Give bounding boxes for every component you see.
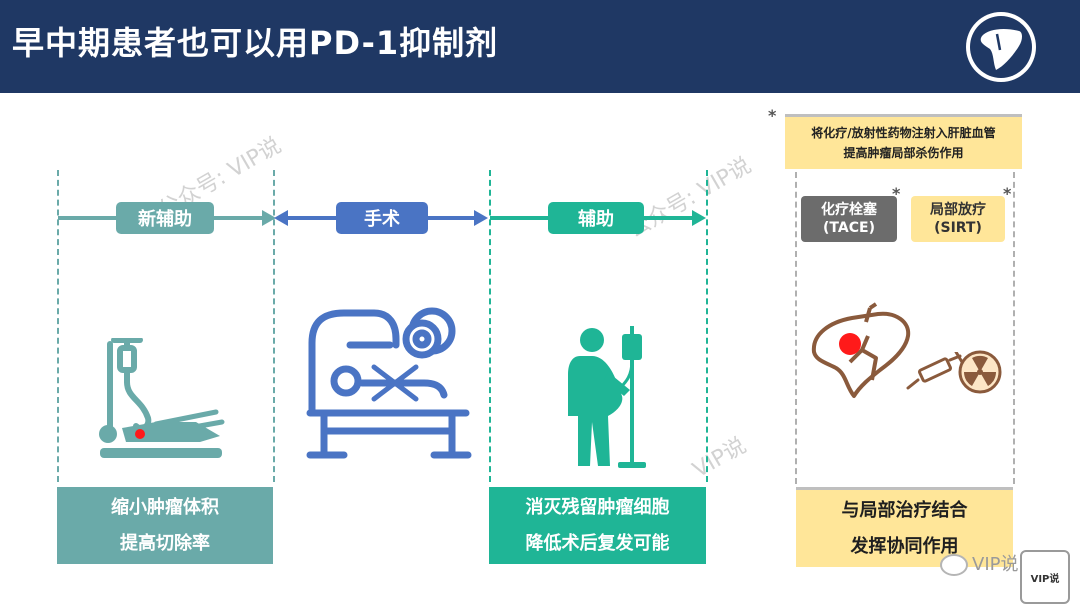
phase-label-neoadjuvant: 新辅助 — [116, 202, 214, 234]
footnote-star: * — [768, 106, 777, 125]
header-bar: 早中期患者也可以用PD-1抑制剂 — [0, 0, 1080, 93]
footnote-star: * — [892, 184, 901, 203]
surgery-icon — [306, 307, 472, 459]
divider-line — [795, 172, 797, 484]
neoadjuvant-outcome-box: 缩小肿瘤体积 提高切除率 — [57, 487, 273, 564]
outcome-line: 提高切除率 — [120, 532, 210, 554]
phase-label-surgery: 手术 — [336, 202, 428, 234]
liver-tumor-icon — [811, 302, 911, 398]
note-line: 提高肿瘤局部杀伤作用 — [843, 146, 964, 160]
outcome-line: 与局部治疗结合 — [841, 499, 968, 521]
sirt-abbr: (SIRT) — [934, 220, 982, 236]
walking-iv-patient-icon — [568, 326, 646, 468]
corner-watermark: VIP说 — [972, 554, 1019, 575]
liver-logo-icon — [966, 12, 1036, 82]
phase-label-adjuvant: 辅助 — [548, 202, 644, 234]
outcome-line: 缩小肿瘤体积 — [111, 496, 219, 518]
wechat-icon — [940, 554, 968, 576]
corner-badge: VIP说 — [1020, 550, 1070, 604]
tace-tag: 化疗栓塞 (TACE) — [801, 196, 897, 242]
tace-name: 化疗栓塞 — [821, 202, 877, 218]
page-title: 早中期患者也可以用PD-1抑制剂 — [12, 24, 499, 62]
outcome-line: 消灭残留肿瘤细胞 — [525, 496, 670, 518]
divider-line — [57, 170, 59, 482]
divider-line — [273, 170, 275, 482]
sirt-name: 局部放疗 — [930, 202, 986, 218]
divider-line — [489, 170, 491, 482]
local-therapy-note: 将化疗/放射性药物注射入肝脏血管 提高肿瘤局部杀伤作用 — [785, 114, 1022, 169]
tace-abbr: (TACE) — [823, 220, 875, 236]
footnote-star: * — [1003, 184, 1012, 203]
local-therapy-outcome-box: 与局部治疗结合 发挥协同作用 — [796, 487, 1013, 567]
note-line: 将化疗/放射性药物注射入肝脏血管 — [811, 126, 996, 140]
badge-text: VIP说 — [1030, 573, 1060, 585]
sirt-tag: 局部放疗 (SIRT) — [911, 196, 1005, 242]
outcome-line: 降低术后复发可能 — [525, 532, 670, 554]
divider-line — [706, 170, 708, 482]
divider-line — [1013, 172, 1015, 484]
adjuvant-outcome-box: 消灭残留肿瘤细胞 降低术后复发可能 — [489, 487, 706, 564]
outcome-line: 发挥协同作用 — [850, 535, 959, 557]
syringe-icon — [906, 352, 964, 390]
radiation-icon — [958, 350, 1002, 394]
iv-patient-icon — [99, 338, 225, 458]
